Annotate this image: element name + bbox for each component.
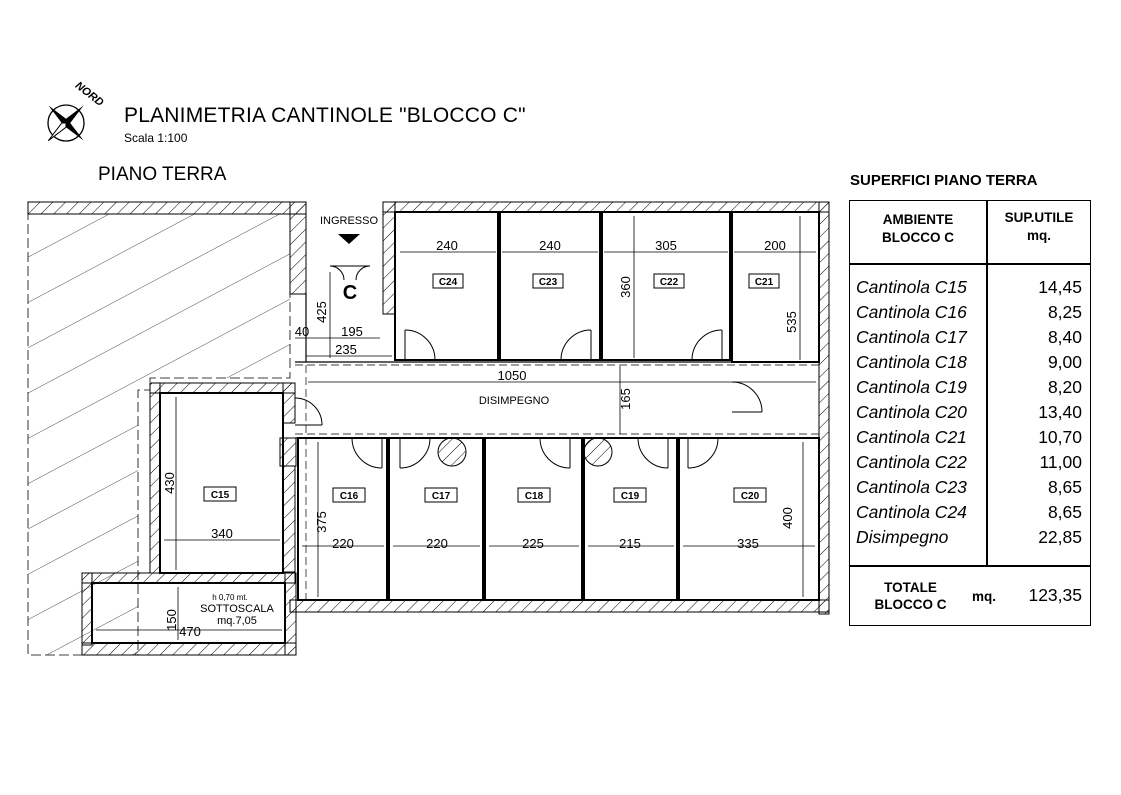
page-title: PLANIMETRIA CANTINOLE "BLOCCO C": [124, 104, 526, 127]
dim-c21-height: 535: [784, 311, 799, 333]
understair-label: SOTTOSCALA: [200, 603, 274, 615]
dim-c21-width: 200: [764, 238, 786, 253]
dim-understair-height: 150: [164, 609, 179, 631]
entrance-label: INGRESSO: [320, 215, 379, 227]
entrance-arrow-icon: [338, 234, 360, 244]
dim-c20-height: 400: [780, 507, 795, 529]
dim-195: 195: [341, 324, 363, 339]
dim-entry-height: 425: [314, 301, 329, 323]
dim-c24-width: 240: [436, 238, 458, 253]
understair-height-label: h 0,70 mt.: [212, 593, 248, 602]
block-letter: C: [343, 282, 357, 304]
svg-text:C21: C21: [755, 277, 774, 288]
dim-c17-width: 220: [426, 536, 448, 551]
dim-c16-width: 220: [332, 536, 354, 551]
dim-c15-height: 430: [162, 472, 177, 494]
svg-text:C24: C24: [439, 277, 458, 288]
dim-c15-width: 340: [211, 526, 233, 541]
corridor-label: DISIMPEGNO: [479, 395, 550, 407]
room-tag-c17: C17: [424, 487, 458, 503]
svg-text:C15: C15: [211, 490, 230, 501]
room-tag-c22: C22: [653, 273, 685, 289]
dim-c16-height: 375: [314, 511, 329, 533]
corridor-outline: [295, 294, 819, 439]
understair-area: mq.7,05: [217, 615, 257, 627]
dim-235: 235: [335, 342, 357, 357]
dim-understair-width: 470: [179, 624, 201, 639]
scale-label: Scala 1:100: [124, 131, 188, 145]
dimension-lines: [96, 216, 816, 640]
floor-title: PIANO TERRA: [98, 164, 227, 185]
dim-c23-width: 240: [539, 238, 561, 253]
room-tag-c21: C21: [748, 273, 780, 289]
dim-c20-width: 335: [737, 536, 759, 551]
north-compass-icon: NORD: [47, 80, 106, 142]
svg-text:C18: C18: [525, 491, 544, 502]
room-tag-c16: C16: [332, 487, 366, 503]
room-tag-c23: C23: [532, 273, 564, 289]
svg-text:C16: C16: [340, 491, 359, 502]
svg-text:C17: C17: [432, 491, 451, 502]
surfaces-title: SUPERFICI PIANO TERRA: [850, 172, 1038, 189]
columns: [437, 437, 613, 467]
total-value: 123,35: [1028, 585, 1082, 605]
dim-165: 165: [618, 388, 633, 410]
dim-c18-width: 225: [522, 536, 544, 551]
room-tag-c18: C18: [517, 487, 551, 503]
room-tag-c19: C19: [613, 487, 647, 503]
svg-text:C23: C23: [539, 277, 558, 288]
dim-1050: 1050: [498, 368, 527, 383]
svg-text:C19: C19: [621, 491, 640, 502]
north-label: NORD: [73, 80, 106, 109]
room-tag-c24: C24: [432, 273, 464, 289]
dim-c22-height: 360: [618, 276, 633, 298]
room-tags: C24 C23 C22 C21 C15 C16 C17 C18 C19 C20: [203, 273, 780, 503]
svg-text:C20: C20: [741, 491, 760, 502]
room-tag-c20: C20: [733, 487, 767, 503]
svg-text:C22: C22: [660, 277, 679, 288]
room-tag-c15: C15: [203, 486, 237, 502]
doors: [294, 265, 763, 469]
dim-c22-width: 305: [655, 238, 677, 253]
dim-40: 40: [295, 324, 309, 339]
dim-c19-width: 215: [619, 536, 641, 551]
walls: [27, 201, 830, 656]
total-unit: mq.: [972, 589, 997, 604]
